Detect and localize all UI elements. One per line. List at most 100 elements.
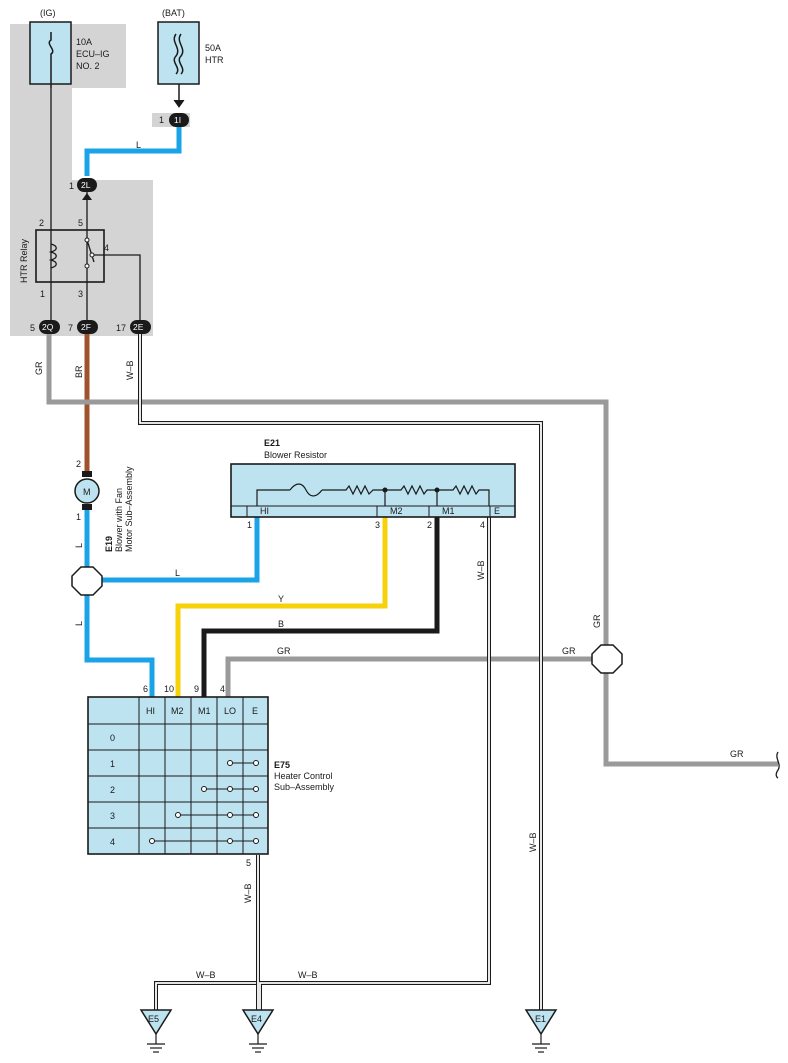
relay-pin-4: 4 bbox=[104, 243, 109, 253]
control-id: E75 bbox=[274, 760, 290, 770]
control-row-1: 1 bbox=[110, 759, 115, 769]
resistor-terminal-e: E bbox=[494, 506, 500, 516]
svg-text:17: 17 bbox=[116, 323, 126, 333]
motor-name1: Blower with Fan bbox=[114, 488, 124, 552]
resistor-id: E21 bbox=[264, 438, 280, 448]
relay-pin-1: 1 bbox=[40, 289, 45, 299]
wire-b bbox=[201, 517, 440, 697]
svg-text:GR: GR bbox=[562, 646, 576, 656]
ground-e4: E4 bbox=[241, 1009, 275, 1053]
connector-2e: 17 2E bbox=[116, 320, 151, 334]
control-col-lo: LO bbox=[224, 706, 236, 716]
fuse-ig-rating: 10A bbox=[76, 37, 92, 47]
connector-2f: 7 2F bbox=[68, 320, 98, 334]
wire-labels: L GR BR W–B L L L Y B GR GR GR GR W–B W–… bbox=[34, 140, 744, 980]
fuse-ig-name1: ECU–IG bbox=[76, 49, 110, 59]
svg-text:5: 5 bbox=[30, 323, 35, 333]
motor-symbol: M bbox=[83, 487, 91, 497]
resistor-name: Blower Resistor bbox=[264, 450, 327, 460]
svg-text:L: L bbox=[74, 543, 84, 548]
svg-text:W–B: W–B bbox=[196, 970, 216, 980]
svg-text:1: 1 bbox=[69, 181, 74, 191]
svg-text:GR: GR bbox=[34, 361, 44, 375]
wb-wires bbox=[138, 333, 543, 1010]
motor-id: E19 bbox=[104, 536, 114, 552]
svg-text:W–B: W–B bbox=[298, 970, 318, 980]
relay-pin-3: 3 bbox=[78, 289, 83, 299]
fuse-ecu-ig-no2: (IG) 10A ECU–IG NO. 2 bbox=[29, 8, 110, 88]
svg-text:GR: GR bbox=[277, 646, 291, 656]
svg-text:2F: 2F bbox=[81, 322, 91, 332]
svg-text:B: B bbox=[278, 619, 284, 629]
control-pin-5: 5 bbox=[246, 858, 251, 868]
svg-text:GR: GR bbox=[592, 614, 602, 628]
connector-2q: 5 2Q bbox=[30, 320, 60, 334]
control-col-e: E bbox=[252, 706, 258, 716]
control-row-0: 0 bbox=[110, 733, 115, 743]
splices bbox=[71, 566, 623, 674]
wires bbox=[46, 127, 778, 767]
control-name2: Sub–Assembly bbox=[274, 782, 335, 792]
wire-l-resistor bbox=[87, 517, 260, 583]
resistor-pin-1: 1 bbox=[247, 520, 252, 530]
svg-text:Y: Y bbox=[278, 594, 284, 604]
heater-control-e75: HI M2 M1 LO E 0 1 2 3 4 6 10 9 4 5 E75 H… bbox=[87, 684, 335, 868]
motor-name2: Motor Sub–Assembly bbox=[124, 466, 134, 552]
grounds: E5 E4 E1 bbox=[139, 1009, 558, 1053]
htr-relay: HTR Relay 2 5 4 1 3 bbox=[19, 88, 141, 322]
svg-text:E4: E4 bbox=[251, 1014, 262, 1024]
relay-name: HTR Relay bbox=[19, 238, 29, 283]
resistor-terminal-m2: M2 bbox=[390, 506, 403, 516]
connector-1i: 1 1I bbox=[159, 113, 189, 127]
blower-motor-e19: M 2 1 E19 Blower with Fan Motor Sub–Asse… bbox=[74, 459, 134, 552]
control-row-4: 4 bbox=[110, 837, 115, 847]
control-col-hi: HI bbox=[146, 706, 155, 716]
control-name1: Heater Control bbox=[274, 771, 333, 781]
motor-pin-2: 2 bbox=[76, 459, 81, 469]
control-pin-6: 6 bbox=[143, 684, 148, 694]
fuse-htr-50a: (BAT) 50A HTR bbox=[157, 8, 224, 108]
wire-y bbox=[175, 517, 388, 697]
connectors: 1 1I 1 2L 5 2Q 7 2F 17 2E bbox=[30, 113, 189, 334]
blower-resistor-e21: E21 Blower Resistor HI M2 M1 E 1 3 2 4 bbox=[230, 438, 516, 530]
svg-text:E5: E5 bbox=[148, 1014, 159, 1024]
svg-text:W–B: W–B bbox=[528, 832, 538, 852]
fuse-bat-source: (BAT) bbox=[162, 8, 185, 18]
resistor-terminal-m1: M1 bbox=[442, 506, 455, 516]
ground-e1: E1 bbox=[524, 1009, 558, 1053]
wire-break bbox=[775, 751, 780, 779]
resistor-pin-2: 2 bbox=[427, 520, 432, 530]
svg-text:2Q: 2Q bbox=[42, 322, 54, 332]
wire-gr-main bbox=[46, 333, 778, 767]
svg-text:7: 7 bbox=[68, 323, 73, 333]
svg-text:W–B: W–B bbox=[125, 360, 135, 380]
resistor-terminal-hi: HI bbox=[260, 506, 269, 516]
resistor-pin-3: 3 bbox=[375, 520, 380, 530]
fuse-ig-name2: NO. 2 bbox=[76, 61, 100, 71]
svg-text:L: L bbox=[175, 568, 180, 578]
fuse-ig-source: (IG) bbox=[40, 8, 56, 18]
control-row-3: 3 bbox=[110, 811, 115, 821]
relay-pin-2: 2 bbox=[39, 218, 44, 228]
svg-text:W–B: W–B bbox=[243, 883, 253, 903]
control-col-m1: M1 bbox=[198, 706, 211, 716]
svg-text:BR: BR bbox=[74, 365, 84, 378]
svg-text:GR: GR bbox=[730, 749, 744, 759]
fuse-bat-name: HTR bbox=[205, 55, 224, 65]
splice-l bbox=[71, 566, 103, 596]
wire-l-battery bbox=[84, 127, 182, 176]
svg-text:E1: E1 bbox=[535, 1014, 546, 1024]
svg-text:L: L bbox=[136, 140, 141, 150]
control-col-m2: M2 bbox=[171, 706, 184, 716]
control-pin-4: 4 bbox=[220, 684, 225, 694]
relay-pin-5: 5 bbox=[78, 218, 83, 228]
connector-2l: 1 2L bbox=[69, 178, 97, 192]
svg-text:1I: 1I bbox=[174, 115, 181, 125]
svg-text:2E: 2E bbox=[133, 322, 144, 332]
resistor-pin-4: 4 bbox=[480, 520, 485, 530]
fuse-bat-rating: 50A bbox=[205, 43, 221, 53]
svg-text:L: L bbox=[74, 621, 84, 626]
svg-text:W–B: W–B bbox=[476, 560, 486, 580]
control-pin-10: 10 bbox=[164, 684, 174, 694]
